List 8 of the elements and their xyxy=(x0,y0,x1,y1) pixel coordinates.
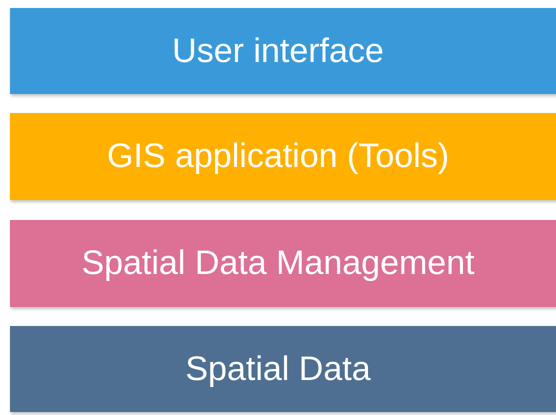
layer-label: Spatial Data Management xyxy=(81,244,475,283)
layer-band xyxy=(10,220,556,307)
layer-band xyxy=(10,8,556,94)
layer-label: User interface xyxy=(172,32,384,70)
layer-label: Spatial Data xyxy=(185,350,371,388)
layer-label: GIS application (Tools) xyxy=(106,137,450,176)
layer-band xyxy=(10,113,556,200)
layer-band xyxy=(10,326,556,412)
